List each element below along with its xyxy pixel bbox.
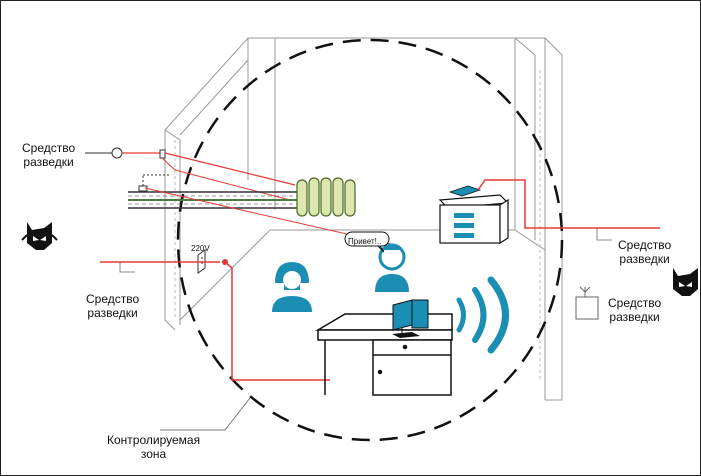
means-right2-label: Средство разведки bbox=[608, 296, 661, 324]
means-top-left-line2: разведки bbox=[23, 155, 74, 169]
spy-icon-right bbox=[673, 268, 698, 296]
man-figure bbox=[375, 243, 409, 292]
woman-figure bbox=[272, 262, 312, 312]
means-right2-line1: Средство bbox=[608, 296, 662, 310]
radiator bbox=[296, 177, 356, 217]
means-mid-left-line1: Средство bbox=[86, 292, 140, 306]
wifi-waves bbox=[456, 276, 509, 354]
means-mid-left-label: Средство разведки bbox=[86, 292, 139, 320]
top-left-intercept bbox=[85, 147, 296, 201]
voltage-label: 220V bbox=[191, 244, 210, 253]
means-top-left-line1: Средство bbox=[22, 141, 76, 155]
means-mid-left-line2: разведки bbox=[87, 306, 138, 320]
computer bbox=[392, 299, 429, 338]
controlled-zone-line1: Контролируемая bbox=[107, 433, 201, 447]
controlled-zone-label: Контролируемая зона bbox=[107, 433, 200, 461]
means-right1-line2: разведки bbox=[619, 252, 670, 266]
means-top-left-label: Средство разведки bbox=[22, 141, 75, 169]
power-socket bbox=[100, 249, 330, 381]
desk bbox=[315, 313, 453, 396]
zone-leader-line bbox=[160, 397, 251, 431]
controlled-zone-circle bbox=[176, 38, 564, 442]
speech-text: Привет!.. bbox=[348, 237, 382, 246]
speech-bubble bbox=[344, 231, 390, 253]
means-right2-line2: разведки bbox=[609, 310, 660, 324]
heating-pipes bbox=[128, 174, 396, 246]
controlled-zone-line2: зона bbox=[140, 447, 167, 461]
means-right1-line1: Средство bbox=[618, 238, 672, 252]
means-right1-label: Средство разведки bbox=[618, 238, 671, 266]
right-antenna bbox=[575, 286, 599, 320]
spy-icon-left bbox=[21, 222, 58, 250]
fax-machine bbox=[438, 179, 660, 245]
